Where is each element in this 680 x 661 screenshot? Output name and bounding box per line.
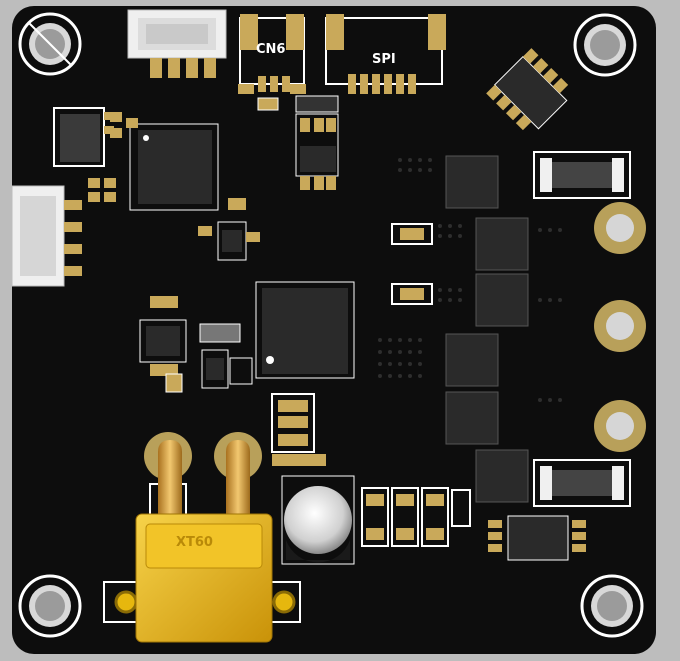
mounting-hole-top-right	[573, 13, 637, 77]
soic-chip-bottom-right	[488, 515, 586, 561]
mounting-hole-bottom-right	[580, 574, 644, 638]
left-jst-connector	[11, 185, 82, 287]
mounting-hole-top-left	[18, 12, 82, 76]
electrolytic-capacitor	[281, 475, 355, 565]
spi-footprint	[325, 14, 446, 94]
cn6-label: CN6	[256, 42, 285, 57]
qfn-mcu-top	[129, 123, 219, 211]
xt60-marking: XT60	[176, 535, 213, 550]
spi-label: SPI	[372, 52, 396, 67]
shunt-resistor-top	[533, 151, 631, 199]
qfn-mcu-center	[255, 281, 355, 379]
inductor-top-left	[53, 107, 114, 167]
soic-chip-top	[295, 113, 339, 190]
shunt-resistor-bottom	[533, 459, 631, 507]
xt60-power-connector	[103, 432, 301, 643]
motor-pad-2	[594, 300, 646, 352]
mounting-hole-bottom-left	[18, 574, 82, 638]
resistor-chain	[271, 393, 326, 466]
bottom-resistors	[361, 487, 471, 547]
motor-pad-3	[594, 400, 646, 452]
soic-chip-top-right	[486, 48, 569, 131]
motor-pad-1	[594, 202, 646, 254]
cn6-footprint	[239, 14, 305, 92]
sot-transistor-mid-left	[198, 198, 260, 261]
mosfet-array	[445, 155, 529, 503]
top-jst-connector	[127, 9, 227, 78]
via-field	[378, 158, 562, 402]
sot-ic-left-middle	[139, 296, 187, 376]
